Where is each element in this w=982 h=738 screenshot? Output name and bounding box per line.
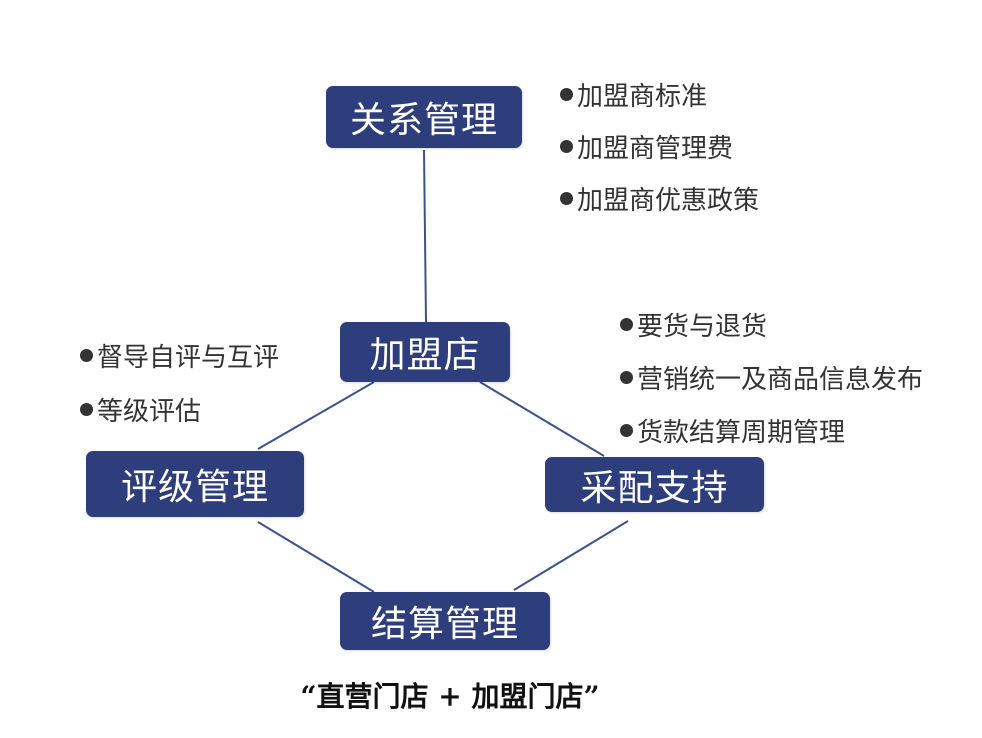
relationship-bullet-list: 加盟商标准 加盟商管理费 加盟商优惠政策: [560, 68, 759, 224]
list-item: 督导自评与互评: [80, 328, 279, 382]
list-item: 营销统一及商品信息发布: [620, 351, 923, 404]
node-relationship-management: 关系管理: [326, 86, 522, 148]
list-item-text: 加盟商管理费: [577, 133, 734, 164]
connector-caipei-jiesuan: [513, 520, 629, 591]
bullet-icon: [560, 191, 573, 205]
list-item: 要货与退货: [620, 298, 923, 351]
bullet-icon: [80, 402, 93, 416]
connector-jiameng-caipei: [479, 381, 605, 457]
bullet-icon: [560, 139, 573, 153]
list-item-text: 督导自评与互评: [97, 342, 280, 373]
list-item-text: 加盟商优惠政策: [577, 185, 760, 216]
procurement-bullet-list: 要货与退货 营销统一及商品信息发布 货款结算周期管理: [620, 298, 923, 457]
node-rating-management: 评级管理: [86, 451, 304, 517]
rating-bullet-list: 督导自评与互评 等级评估: [80, 328, 279, 436]
connector-pingji-jiesuan: [257, 521, 375, 593]
bullet-icon: [620, 371, 633, 384]
node-franchise-store: 加盟店: [340, 322, 510, 382]
node-procurement-support: 采配支持: [545, 457, 764, 512]
list-item-text: 营销统一及商品信息发布: [637, 365, 924, 395]
bullet-icon: [620, 318, 633, 331]
list-item: 等级评估: [80, 382, 279, 436]
connector-jiameng-pingji: [257, 381, 375, 450]
list-item: 加盟商优惠政策: [560, 172, 759, 224]
connector-guanxi-jiameng: [423, 149, 427, 323]
list-item: 加盟商管理费: [560, 120, 759, 172]
list-item-text: 货款结算周期管理: [637, 418, 846, 448]
list-item-text: 等级评估: [97, 396, 202, 427]
bullet-icon: [560, 87, 573, 101]
list-item-text: 要货与退货: [637, 312, 768, 342]
bullet-icon: [620, 424, 633, 437]
diagram-caption: “直营门店 + 加盟门店”: [300, 680, 600, 713]
list-item: 货款结算周期管理: [620, 404, 923, 457]
list-item-text: 加盟商标准: [577, 81, 708, 112]
list-item: 加盟商标准: [560, 68, 759, 120]
node-settlement-management: 结算管理: [340, 592, 550, 650]
bullet-icon: [80, 348, 93, 362]
